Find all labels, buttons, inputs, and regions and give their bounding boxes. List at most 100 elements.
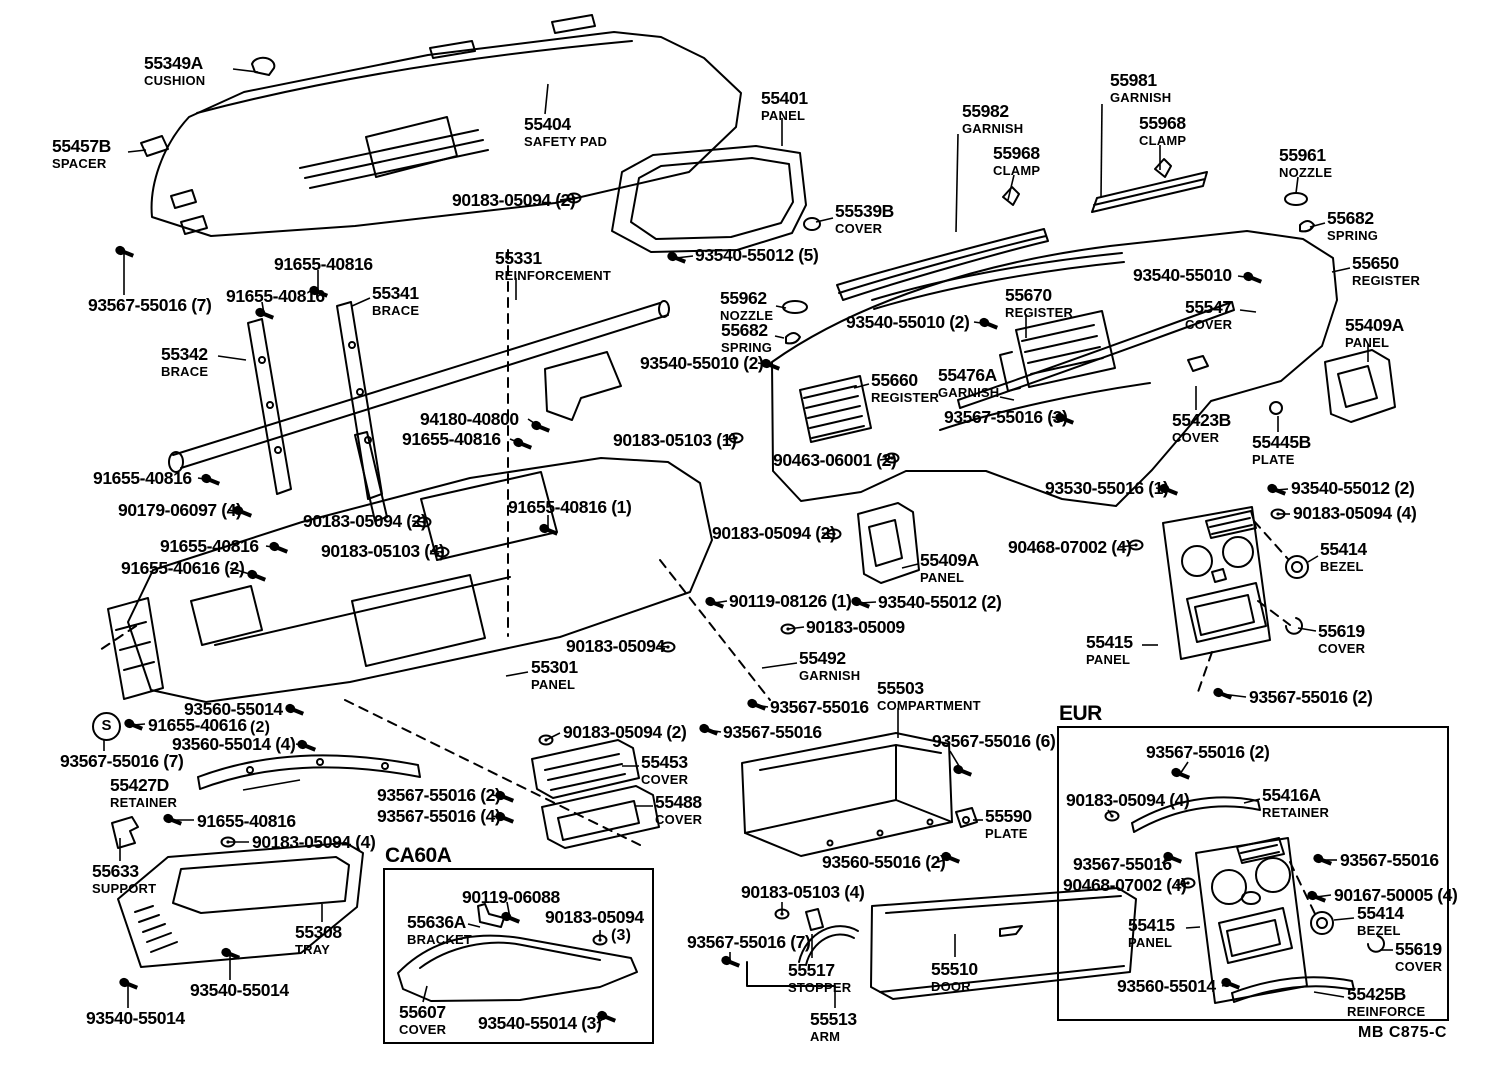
washer-clip-icon (774, 908, 790, 920)
part-number: 55415 (1128, 915, 1175, 935)
part-number: 91655-40816 (1) (508, 497, 632, 517)
part-name: COVER (1185, 316, 1233, 332)
part-number: 55503 (877, 678, 924, 698)
part-name: CLAMP (993, 162, 1041, 178)
part-number: 55982 (962, 101, 1009, 121)
part-number: 55968 (1139, 113, 1186, 133)
part-number: 55308 (295, 922, 342, 942)
screw-icon (851, 596, 871, 609)
part-callout: 91655-40816 (93, 468, 192, 488)
group-box-eur (1057, 726, 1449, 1021)
part-name: GARNISH (1110, 89, 1172, 105)
part-callout: 93560-55014 (4) (172, 735, 296, 754)
part-number: 93540-55012 (2) (878, 592, 1002, 612)
screw-icon (1163, 851, 1183, 864)
part-callout: 90167-50005 (4) (1334, 886, 1458, 905)
part-number: 90183-05094 (2) (303, 511, 427, 531)
part-callout: 93567-55016 (1073, 855, 1172, 874)
washer-clip-icon (416, 516, 432, 528)
part-callout: 90183-05094 (4) (1066, 791, 1190, 810)
part-name: PANEL (1128, 934, 1173, 950)
part-number: 91655-40616 (148, 715, 247, 735)
part-name: (2) (250, 718, 271, 736)
part-number: 90179-06097 (4) (118, 500, 242, 520)
part-number: 55415 (1086, 632, 1133, 652)
part-callout: 90119-06088 (462, 888, 560, 907)
part-name: COVER (1172, 429, 1220, 445)
part-callout: 91655-40816 (160, 537, 259, 556)
part-name: PANEL (531, 676, 576, 692)
part-name: SPRING (1327, 227, 1379, 243)
part-number: 91655-40816 (226, 286, 325, 306)
screw-icon (667, 251, 687, 264)
part-callout: 90179-06097 (4) (118, 500, 242, 520)
part-name: BRACE (372, 302, 420, 318)
part-callout: 93567-55016 (2) (377, 786, 501, 805)
group-label: EUR (1059, 702, 1102, 725)
part-number: 55513 (810, 1009, 857, 1029)
part-callout: 90183-05094 (2) (563, 722, 687, 742)
part-number: 93567-55016 (2) (1146, 742, 1270, 762)
part-number: 91655-40816 (402, 429, 501, 449)
part-callout: 93540-55012 (2) (878, 592, 1002, 612)
screw-icon (1307, 890, 1327, 903)
screw-icon (953, 764, 973, 777)
part-callout: 94180-40800 (420, 410, 519, 429)
part-number: 55510 (931, 959, 978, 979)
part-name: NOZZLE (720, 307, 774, 323)
part-name: REGISTER (871, 389, 940, 405)
part-callout: 90183-05103 (4) (741, 883, 865, 902)
part-name: PANEL (920, 569, 965, 585)
part-number: 90468-07002 (4) (1063, 875, 1187, 895)
part-name: COVER (1318, 640, 1366, 656)
part-number: 55633 (92, 861, 139, 881)
part-number: 91655-40816 (93, 468, 192, 488)
part-number: 93567-55016 (7) (88, 295, 212, 315)
screw-icon (495, 790, 515, 803)
part-number: 55331 (495, 248, 542, 268)
screw-icon (539, 523, 559, 536)
part-callout: 93567-55016 (2) (1249, 688, 1373, 707)
screw-icon (115, 245, 135, 258)
part-number: 93540-55010 (2) (640, 353, 764, 373)
screw-icon (747, 698, 767, 711)
part-callout: 90183-05094 (2) (303, 511, 427, 531)
part-number: 90183-05009 (806, 617, 905, 637)
screw-icon (941, 851, 961, 864)
screw-icon (699, 723, 719, 736)
part-callout: 91655-40816 (226, 286, 325, 306)
screw-icon (269, 541, 289, 554)
part-number: 93540-55012 (5) (695, 245, 819, 265)
screw-icon (705, 596, 725, 609)
part-number: 90468-07002 (4) (1008, 537, 1132, 557)
part-callout: 90119-08126 (1) (729, 592, 852, 611)
washer-clip-icon (884, 452, 900, 464)
part-name: COVER (399, 1021, 447, 1037)
group-label: CA60A (385, 844, 452, 867)
part-number: 55961 (1279, 145, 1326, 165)
part-number: 93560-55016 (2) (822, 852, 946, 872)
washer-clip-icon (1180, 877, 1196, 889)
part-number: 55981 (1110, 70, 1157, 90)
part-number: 90183-05094 (2) (563, 722, 687, 742)
part-number: 55416A (1262, 785, 1321, 805)
